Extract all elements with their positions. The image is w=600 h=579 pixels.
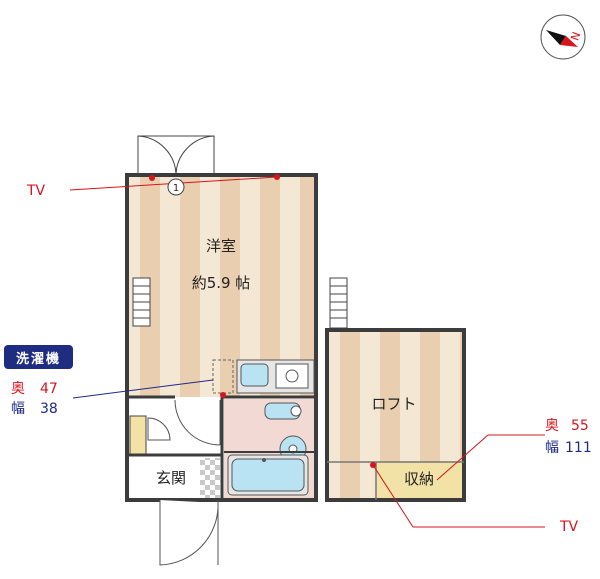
washer-badge: 洗濯機	[4, 345, 73, 369]
room-door-swing	[174, 399, 221, 446]
washer-outlet-dot	[220, 392, 226, 398]
ladder-main	[132, 277, 151, 327]
western-room-name: 洋室	[206, 237, 236, 255]
main-unit-wall	[125, 173, 318, 502]
inner-walls	[127, 395, 316, 500]
closet-door-swing	[147, 417, 171, 441]
outlet-dot-1	[149, 175, 155, 181]
entrance-tile	[200, 458, 220, 498]
shoe-closet	[129, 415, 147, 456]
balcony-doors	[137, 135, 215, 177]
toilet-icon	[264, 402, 302, 420]
entrance-name: 玄関	[156, 469, 186, 487]
compass-icon: N	[540, 14, 586, 60]
outlet-dot-2	[274, 174, 280, 180]
entrance-floor	[130, 458, 212, 498]
loft-name: ロフト	[371, 395, 416, 413]
washer-depth-label: 奥	[11, 380, 25, 397]
loft-outlet-dot	[370, 462, 376, 468]
loft-wall	[325, 328, 466, 502]
kitchen-sink	[236, 359, 315, 394]
bathtub-icon	[227, 454, 309, 496]
washer-width-label: 幅	[11, 401, 25, 417]
western-room-size: 約5.9 帖	[192, 274, 251, 292]
outlet-number-circle	[167, 178, 185, 196]
washer-leader-line	[72, 379, 214, 399]
tv-leader-line-loft	[372, 464, 414, 528]
storage-leader-line	[436, 434, 489, 481]
outlet-number: 1	[173, 183, 179, 194]
storage-depth-label: 奥	[545, 417, 559, 434]
entrance-door	[159, 500, 219, 566]
storage-width-value: 111	[565, 440, 592, 456]
storage-name: 収納	[404, 470, 434, 488]
storage-width-label: 幅	[545, 440, 559, 456]
tv-label-loft: TV	[559, 519, 579, 535]
washer-depth-value: 47	[40, 381, 58, 397]
washer-width-value: 38	[40, 401, 58, 417]
storage-depth-value: 55	[571, 418, 589, 434]
ladder-loft	[329, 277, 348, 329]
tv-label-main: TV	[26, 183, 46, 199]
loft-inner-wall	[327, 461, 464, 500]
